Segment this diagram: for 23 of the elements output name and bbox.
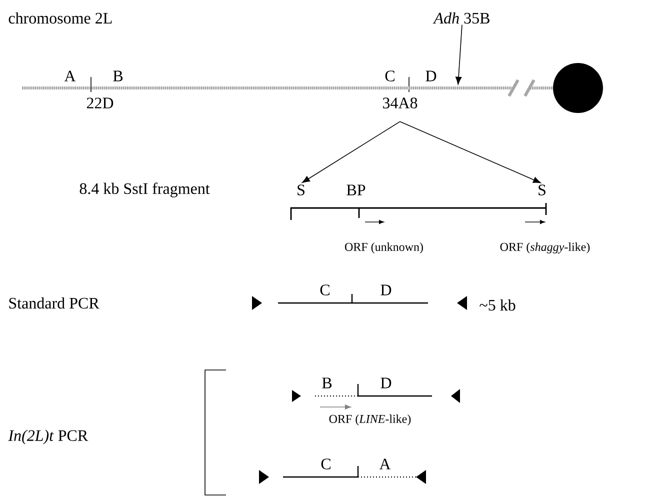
marker-label: C: [320, 284, 330, 296]
site-label: BP: [346, 184, 366, 196]
arrow: [456, 24, 462, 85]
orf-label: ORF (unknown): [344, 242, 423, 254]
gene-label: Adh 35B: [432, 12, 490, 24]
arrow: [302, 121, 400, 183]
orf-label: ORF (shaggy-like): [500, 242, 590, 254]
marker-label: D: [380, 378, 392, 388]
site-label: S: [298, 184, 304, 196]
band-label: 34A8: [383, 98, 418, 108]
site-label: S: [538, 184, 546, 196]
size-label: ~5 kb: [480, 299, 516, 311]
chromosome-label: chromosome 2L: [8, 12, 112, 24]
marker-label: A: [379, 458, 391, 470]
chromosome-line: [22, 86, 512, 90]
orf-label: ORF (LINE-like): [329, 414, 411, 426]
pcr-label: Standard PCR: [9, 297, 100, 309]
pcr-label: In(2L)t PCR: [8, 430, 88, 444]
marker-label: D: [380, 284, 392, 296]
fragment-label: 8.4 kb SstI fragment: [80, 182, 210, 198]
arrow: [400, 121, 541, 184]
marker-label: C: [321, 458, 330, 470]
marker-label: B: [322, 378, 332, 388]
